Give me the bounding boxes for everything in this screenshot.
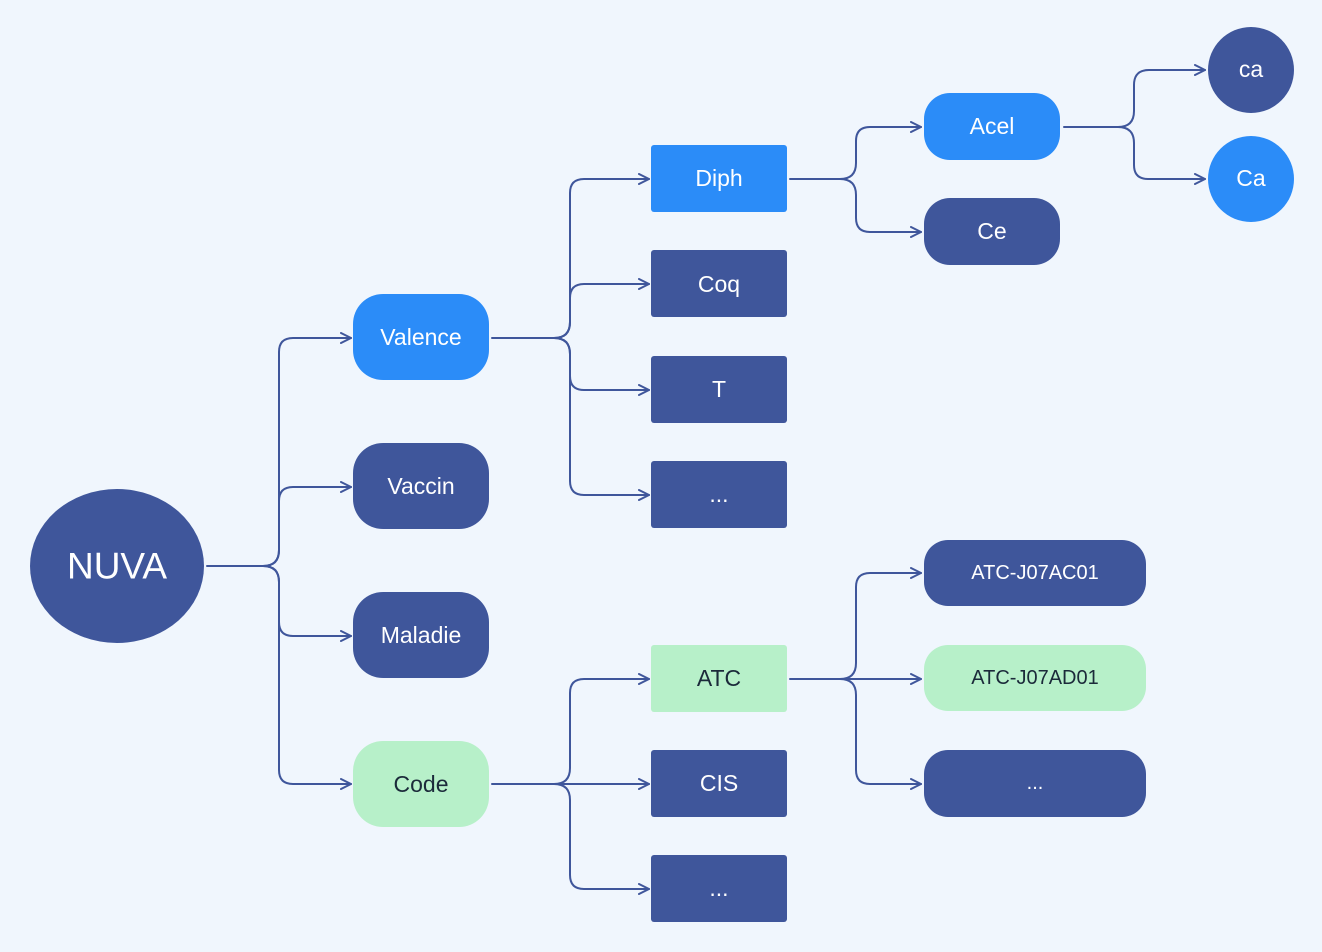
node-atc-label: ATC (697, 665, 741, 691)
node-atc-more-label: ... (1027, 772, 1044, 794)
connector-atc-more (839, 678, 922, 790)
node-acel-label: Acel (970, 113, 1015, 139)
node-acel: Acel (924, 93, 1060, 160)
node-atc: ATC (651, 645, 787, 712)
connector-valence-more (553, 337, 650, 501)
node-ca-lower: ca (1208, 27, 1294, 113)
node-ce-label: Ce (977, 218, 1006, 244)
node-code-label: Code (394, 771, 449, 797)
node-vaccin-label: Vaccin (387, 473, 454, 499)
connector-nuva-vaccin (262, 481, 352, 567)
node-ca-lower-label: ca (1239, 56, 1264, 82)
node-nuva: NUVA (30, 489, 204, 643)
connector-acel-ca-lower (1063, 64, 1206, 128)
node-ca-upper-label: Ca (1236, 165, 1266, 191)
node-atc-more: ... (924, 750, 1146, 817)
node-atc-j07ad01-label: ATC-J07AD01 (971, 667, 1098, 689)
node-t-label: T (712, 376, 726, 402)
node-diph: Diph (651, 145, 787, 212)
node-ce: Ce (924, 198, 1060, 265)
node-valence-label: Valence (380, 324, 461, 350)
node-coq: Coq (651, 250, 787, 317)
connector-diph-acel (789, 121, 922, 180)
node-t: T (651, 356, 787, 423)
node-valence: Valence (353, 294, 489, 380)
node-vaccin: Vaccin (353, 443, 489, 529)
node-coq-label: Coq (698, 271, 740, 297)
node-atc-j07ad01: ATC-J07AD01 (924, 645, 1146, 711)
connector-atc-j07ac01 (789, 567, 922, 680)
node-atc-j07ac01-label: ATC-J07AC01 (971, 562, 1098, 584)
connector-nuva-maladie (262, 565, 352, 642)
connector-valence-coq (553, 278, 650, 339)
node-atc-j07ac01: ATC-J07AC01 (924, 540, 1146, 606)
node-cis: CIS (651, 750, 787, 817)
node-maladie: Maladie (353, 592, 489, 678)
connector-lines (206, 64, 1206, 895)
node-diph-label: Diph (695, 165, 742, 191)
node-code-more-label: ... (709, 875, 728, 901)
node-code-more: ... (651, 855, 787, 922)
node-nuva-label: NUVA (67, 546, 167, 587)
connector-acel-ca-upper (1117, 126, 1206, 185)
node-ca-upper: Ca (1208, 136, 1294, 222)
node-cis-label: CIS (700, 770, 738, 796)
node-valence-more: ... (651, 461, 787, 528)
node-valence-more-label: ... (709, 481, 728, 507)
connector-nuva-code (262, 565, 352, 790)
connector-diph-ce (839, 178, 922, 238)
connector-code-more (553, 783, 650, 895)
connector-code-atc (491, 673, 650, 785)
node-code: Code (353, 741, 489, 827)
node-maladie-label: Maladie (381, 622, 462, 648)
